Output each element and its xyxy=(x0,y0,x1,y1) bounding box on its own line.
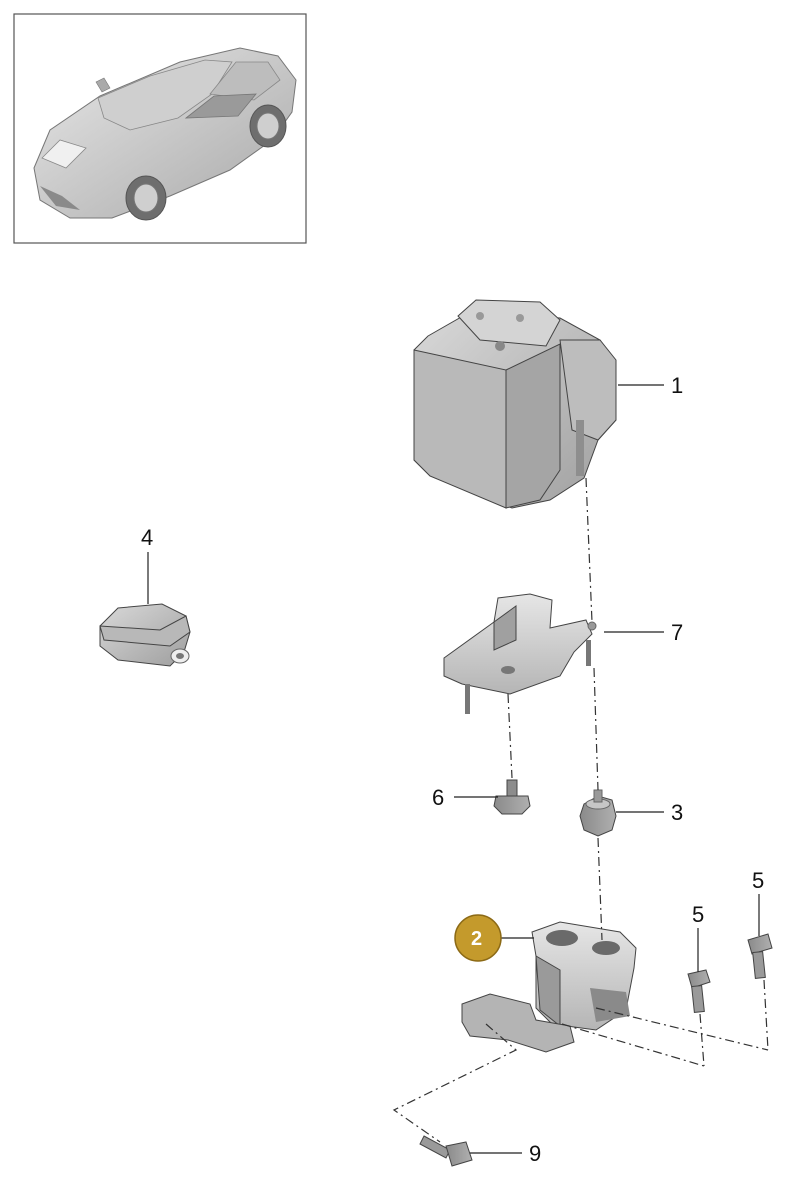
bracket-upper xyxy=(443,593,597,714)
callout-1[interactable]: 1 xyxy=(671,373,683,398)
rubber-mount xyxy=(579,789,617,837)
callout-4[interactable]: 4 xyxy=(141,525,153,550)
callout-9[interactable]: 9 xyxy=(529,1141,541,1166)
assembly-lines xyxy=(392,477,769,1143)
callout-5b[interactable]: 5 xyxy=(752,868,764,893)
callout-5a[interactable]: 5 xyxy=(692,902,704,927)
car-icon xyxy=(33,47,297,221)
callout-7[interactable]: 7 xyxy=(671,620,683,645)
sensor xyxy=(99,603,191,667)
leader-lines xyxy=(147,384,760,1154)
vehicle-thumbnail xyxy=(13,13,307,244)
callout-2[interactable]: 2 xyxy=(471,928,482,950)
callout-6[interactable]: 6 xyxy=(432,785,444,810)
highlight-badge xyxy=(454,914,502,962)
bracket-lower xyxy=(461,921,637,1053)
bolt-5b xyxy=(747,933,773,980)
callout-3[interactable]: 3 xyxy=(671,800,683,825)
bolt-long xyxy=(419,1135,473,1167)
bolt-flange xyxy=(493,779,531,815)
bolt-5a xyxy=(687,969,711,1014)
hydraulic-unit xyxy=(413,299,617,509)
callout-2-highlight[interactable]: 2 xyxy=(454,914,502,962)
